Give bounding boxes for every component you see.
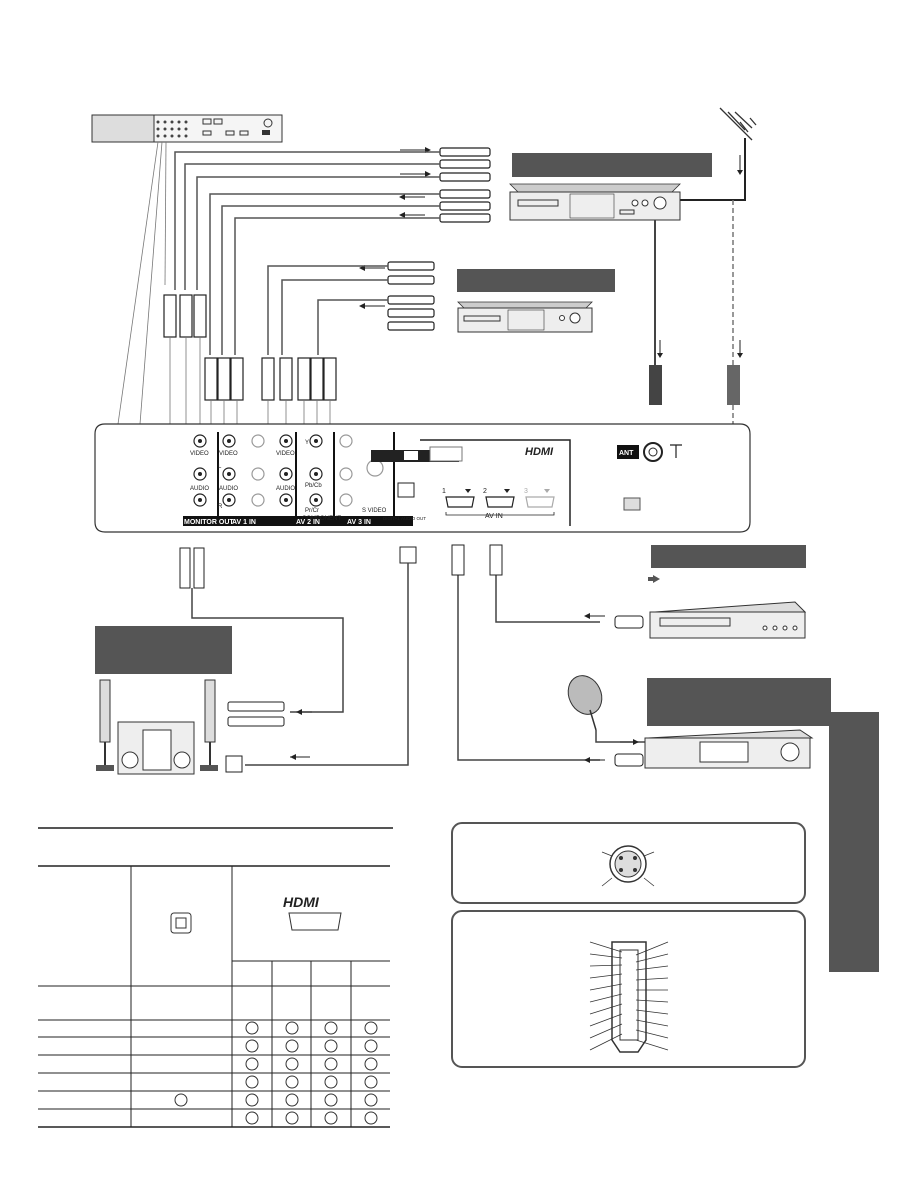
ant-jack [643, 442, 663, 462]
hdmi-recorder [649, 601, 807, 639]
monitor-out-cables [179, 546, 417, 773]
set-top-box [644, 729, 814, 769]
recorder-label-box [512, 153, 712, 177]
audio-label-box [95, 626, 232, 674]
jack-label-s-video: S VIDEO [362, 508, 387, 514]
section-monitor-out: MONITOR OUT [184, 519, 234, 526]
dvd-rca-plugs [359, 261, 435, 331]
jack-label-audio-1: AUDIO [190, 486, 209, 492]
rca-cables [174, 151, 440, 355]
optical-jack [397, 482, 415, 498]
jack-label-audio-2: AUDIO [219, 486, 238, 492]
monitor-device [91, 114, 283, 143]
jack-label-digital-audio: DIGITAL AUDIO OUT [383, 516, 426, 521]
antenna-cable [670, 138, 746, 201]
tv-rear-panel [94, 423, 751, 533]
dvd-label-box [457, 269, 615, 292]
ant-label: ANT [619, 450, 634, 457]
antenna-icon [719, 107, 757, 141]
jack-label-audio-3: AUDIO [276, 486, 295, 492]
hdmi-logo-table: HDMI [283, 894, 320, 910]
jack-label-pr: Pr/Cr [305, 508, 319, 514]
jack-label-video-2: VIDEO [219, 451, 238, 457]
s-video-jack [366, 459, 384, 477]
audio-system [96, 679, 218, 775]
jack-label-video-3: VIDEO [276, 451, 295, 457]
set-top-box-label-box [647, 678, 831, 726]
perspective-lines [117, 141, 167, 425]
jack-label-l: L [218, 464, 222, 470]
recorder-rca-plugs [399, 147, 491, 223]
hdmi-port-3: 3 [524, 488, 528, 495]
jack-label-component: COMPONENT [302, 516, 341, 522]
terminal-table [38, 865, 390, 1128]
section-av-in: AV IN [485, 513, 503, 520]
hdmi-pin-diagram [451, 910, 806, 1068]
hdmi-cables [451, 544, 644, 767]
dvd-recorder [509, 183, 681, 221]
s-video-pin-diagram [451, 822, 806, 904]
hdmi-port-2: 2 [483, 488, 487, 495]
jack-label-y: Y [305, 440, 309, 446]
side-tab [829, 712, 879, 972]
dvd-player [457, 301, 593, 333]
reference-arrow-icon [653, 575, 660, 583]
section-av1-in: AV 1 IN [232, 519, 256, 526]
hdmi-logo-panel: HDMI [525, 446, 554, 458]
hdmi-device-label-box [651, 545, 806, 568]
hdmi-port-1: 1 [442, 488, 446, 495]
section-av2-in: AV 2 IN [296, 519, 320, 526]
section-av3-in: AV 3 IN [347, 519, 371, 526]
jack-label-r: R [218, 504, 223, 510]
vertical-rca-plugs [163, 294, 337, 401]
jack-label-pb: Pb/Cb [305, 483, 322, 489]
satellite-dish-icon [567, 675, 603, 731]
jack-label-video-1: VIDEO [190, 451, 209, 457]
